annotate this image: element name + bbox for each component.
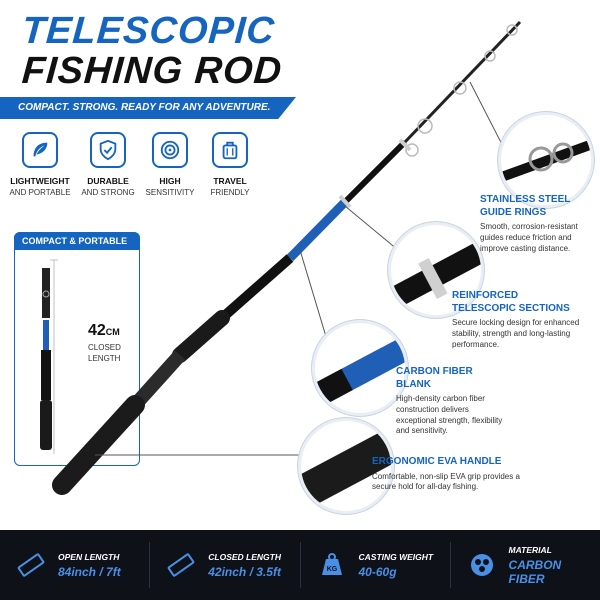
feather-icon: [22, 132, 58, 168]
shield-check-icon: [90, 132, 126, 168]
compact-label: COMPACT & PORTABLE: [14, 232, 140, 250]
feature-label: LIGHTWEIGHT: [10, 176, 70, 186]
feature-travel: TRAVEL FRIENDLY: [196, 132, 264, 197]
callout-eva-handle: ERGONOMIC EVA HANDLE Comfortable, non-sl…: [372, 456, 520, 492]
target-icon: [152, 132, 188, 168]
ruler-icon: [164, 548, 198, 582]
feature-sublabel: AND PORTABLE: [9, 188, 71, 197]
feature-label: TRAVEL: [213, 176, 247, 186]
fishing-rod-image: [52, 20, 522, 495]
guide-rings-detail: [498, 112, 594, 208]
carbon-fiber-icon: [465, 548, 499, 582]
feature-durable: DURABLE AND STRONG: [74, 132, 142, 197]
feature-sensitivity: HIGH SENSITIVITY: [136, 132, 204, 197]
closed-rod-image: [40, 259, 58, 454]
feature-sublabel: AND STRONG: [81, 188, 135, 197]
ruler-icon: [14, 548, 48, 582]
weight-icon: KG: [315, 548, 349, 582]
feature-label: HIGH: [159, 176, 181, 186]
feature-sublabel: FRIENDLY: [210, 188, 250, 197]
feature-label: DURABLE: [87, 176, 129, 186]
closed-length-value: 42CM: [88, 322, 120, 339]
suitcase-icon: [212, 132, 248, 168]
svg-text:KG: KG: [326, 566, 337, 573]
tagline-banner: COMPACT. STRONG. READY FOR ANY ADVENTURE…: [0, 97, 296, 119]
callout-carbon-fiber: CARBON FIBER BLANK High-density carbon f…: [396, 366, 503, 436]
closed-length-caption: CLOSED LENGTH: [88, 343, 121, 364]
telescopic-sections-detail: [388, 222, 484, 318]
feature-sublabel: SENSITIVITY: [145, 188, 195, 197]
carbon-fiber-detail: [312, 320, 408, 416]
eva-handle-detail: [298, 418, 394, 514]
feature-lightweight: LIGHTWEIGHT AND PORTABLE: [6, 132, 74, 197]
